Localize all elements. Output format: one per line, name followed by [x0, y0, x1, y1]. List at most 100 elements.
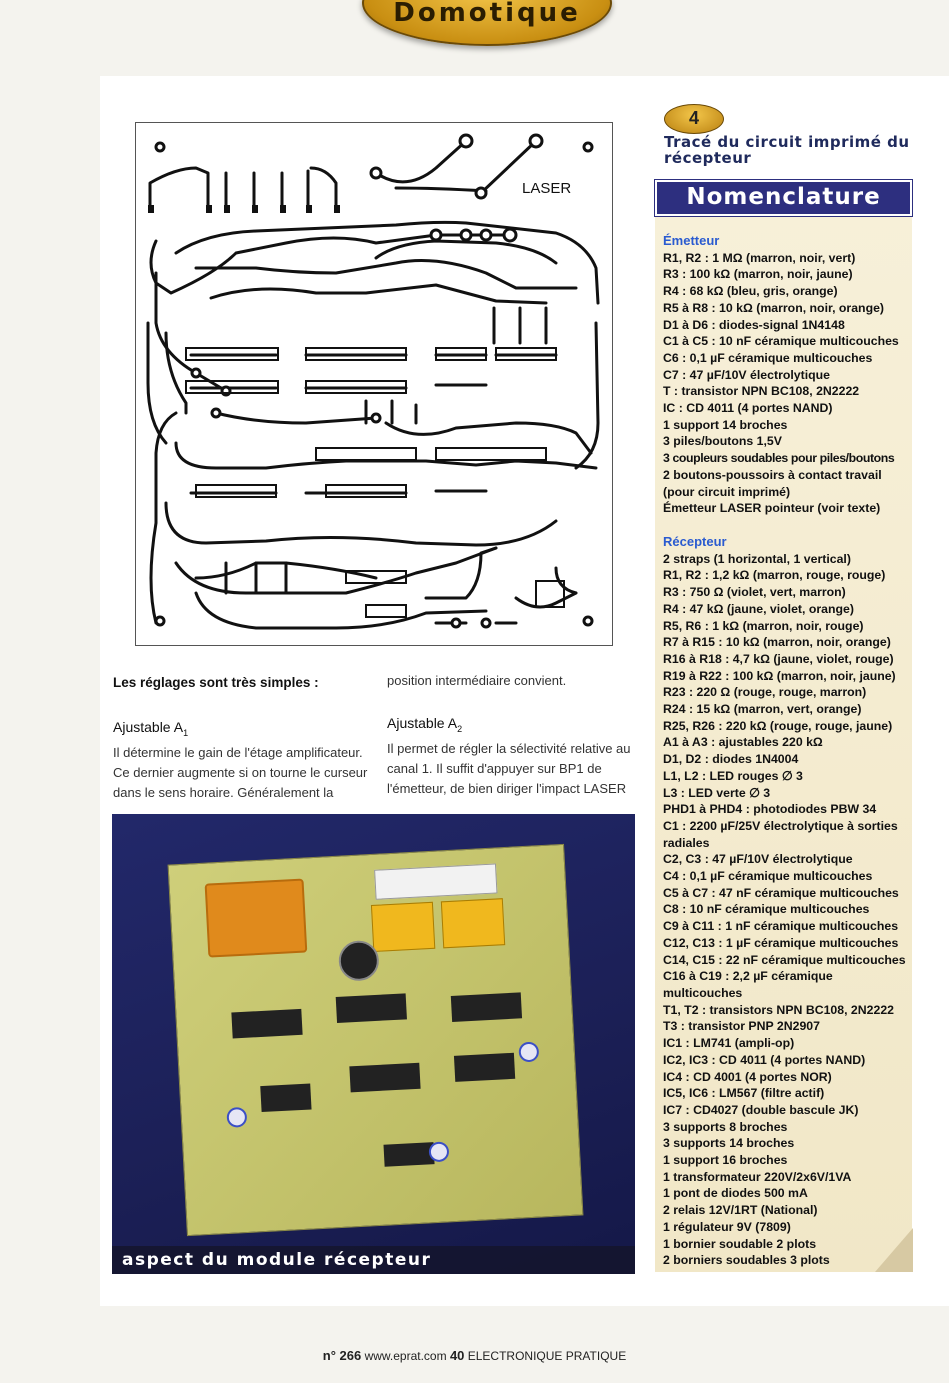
article-column-right: position intermédiaire convient. Ajustab…: [387, 671, 637, 799]
list-item: 1 transformateur 220V/2x6V/1VA: [663, 1169, 852, 1184]
footer-magazine: ELECTRONIQUE PRATIQUE: [467, 1349, 627, 1363]
list-item: IC7 : CD4027 (double bascule JK): [663, 1102, 859, 1117]
figure-title: Tracé du circuit imprimé du récepteur: [664, 133, 910, 167]
ic-chip-7: [383, 1142, 435, 1167]
list-item: IC5, IC6 : LM567 (filtre actif): [663, 1086, 825, 1101]
list-item: 2 borniers soudables 3 plots: [663, 1253, 830, 1268]
list-item: C4 : 0,1 µF céramique multicouches: [663, 869, 873, 884]
list-item: C6 : 0,1 µF céramique multicouches: [663, 350, 873, 365]
recepteur-list: Récepteur 2 straps (1 horizontal, 1 vert…: [663, 534, 909, 1269]
list-item: Émetteur LASER pointeur (voir texte): [663, 501, 881, 516]
trimmer-1: [226, 1106, 248, 1128]
list-item: R1, R2 : 1 MΩ (marron, noir, vert): [663, 250, 856, 265]
list-item: 1 pont de diodes 500 mA: [663, 1186, 808, 1201]
list-item: R3 : 750 Ω (violet, vert, marron): [663, 585, 846, 600]
nomenclature-title: Nomenclature: [654, 179, 913, 217]
ajustable-2-title: Ajustable A: [387, 715, 458, 731]
list-item: R16 à R18 : 4,7 kΩ (jaune, violet, rouge…: [663, 651, 894, 666]
ajustable-2-heading: Ajustable A2: [387, 713, 637, 739]
list-item: R4 : 68 kΩ (bleu, gris, orange): [663, 284, 838, 299]
nomenclature-panel: [655, 180, 912, 1272]
list-item: C1 à C5 : 10 nF céramique multicouches: [663, 334, 899, 349]
ajustable-1-title: Ajustable A: [113, 719, 184, 735]
list-item: 1 support 16 broches: [663, 1153, 788, 1168]
recepteur-heading: Récepteur: [663, 534, 727, 549]
list-item: D1, D2 : diodes 1N4004: [663, 752, 799, 767]
list-item: IC4 : CD 4001 (4 portes NOR): [663, 1069, 832, 1084]
list-item: 1 support 14 broches: [663, 417, 788, 432]
list-item: C9 à C11 : 1 nF céramique multicouches: [663, 919, 899, 934]
ic-chip-1: [231, 1008, 303, 1039]
footer-page-number: 40: [449, 1348, 465, 1363]
pcb-board-photo: [167, 843, 584, 1237]
list-item: IC : CD 4011 (4 portes NAND): [663, 401, 833, 416]
page-curl-decoration: [875, 1228, 913, 1272]
list-item: L1, L2 : LED rouges ∅ 3: [663, 768, 803, 783]
list-item: 1 régulateur 9V (7809): [663, 1219, 791, 1234]
ic-chip-6: [260, 1083, 312, 1113]
list-item: C7 : 47 µF/10V électrolytique: [663, 367, 831, 382]
list-item: C5 à C7 : 47 nF céramique multicouches: [663, 885, 899, 900]
list-item: R19 à R22 : 100 kΩ (marron, noir, jaune): [663, 668, 896, 683]
relay-2-shape: [440, 898, 506, 949]
list-item: 3 coupleurs soudables pour piles/boutons: [663, 451, 895, 466]
pcb-layout-figure: LASER: [135, 122, 613, 646]
list-item: R7 à R15 : 10 kΩ (marron, noir, orange): [663, 635, 891, 650]
pcb-laser-label: LASER: [522, 180, 571, 197]
receiver-module-photo: aspect du module récepteur: [112, 814, 635, 1274]
list-item: T3 : transistor PNP 2N2907: [663, 1019, 820, 1034]
section-banner-text: Domotique: [393, 0, 581, 28]
ajustable-2-subscript: 2: [457, 723, 463, 734]
list-item: IC2, IC3 : CD 4011 (4 portes NAND): [663, 1052, 866, 1067]
list-item: 2 relais 12V/1RT (National): [663, 1203, 818, 1218]
footer-url[interactable]: www.eprat.com: [364, 1349, 447, 1363]
footer-issue: n° 266: [322, 1348, 362, 1363]
list-item: C1 : 2200 µF/25V électrolytique à sortie…: [663, 818, 898, 850]
list-item: 2 straps (1 horizontal, 1 vertical): [663, 551, 851, 566]
list-item: C2, C3 : 47 µF/10V électrolytique: [663, 852, 853, 867]
ajustable-1-text: Il détermine le gain de l'étage amplific…: [113, 744, 368, 800]
list-item: R5 à R8 : 10 kΩ (marron, noir, orange): [663, 300, 885, 315]
photo-caption: aspect du module récepteur: [112, 1246, 635, 1274]
pcb-traces: LASER: [146, 133, 600, 630]
ic-chip-5: [453, 1052, 516, 1082]
list-item: 2 boutons-poussoirs à contact travail (p…: [663, 467, 882, 499]
list-item: 3 supports 14 broches: [663, 1136, 795, 1151]
section-heading: Les réglages sont très simples :: [113, 675, 319, 690]
list-item: A1 à A3 : ajustables 220 kΩ: [663, 735, 823, 750]
list-item: 3 piles/boutons 1,5V: [663, 434, 782, 449]
figure-number-badge: 4: [664, 104, 724, 134]
article-column-left: Les réglages sont très simples : Ajustab…: [113, 673, 368, 803]
ic-chip-3: [450, 992, 523, 1022]
ic-chip-2: [335, 993, 407, 1023]
list-item: R1, R2 : 1,2 kΩ (marron, rouge, rouge): [663, 568, 886, 583]
ajustable-2-text: Il permet de régler la sélectivité relat…: [387, 740, 631, 796]
continued-text: position intermédiaire convient.: [387, 673, 567, 688]
list-item: C16 à C19 : 2,2 µF céramique multicouche…: [663, 969, 833, 1000]
ic-chip-4: [349, 1062, 421, 1093]
list-item: 3 supports 8 broches: [663, 1119, 788, 1134]
list-item: R25, R26 : 220 kΩ (rouge, rouge, jaune): [663, 718, 893, 733]
list-item: R3 : 100 kΩ (marron, noir, jaune): [663, 267, 853, 282]
list-item: PHD1 à PHD4 : photodiodes PBW 34: [663, 802, 877, 817]
list-item: L3 : LED verte ∅ 3: [663, 785, 771, 800]
terminal-block-shape: [374, 863, 498, 900]
emetteur-heading: Émetteur: [663, 233, 720, 248]
list-item: D1 à D6 : diodes-signal 1N4148: [663, 317, 845, 332]
section-banner: Domotique: [362, 0, 612, 46]
trimmer-3: [518, 1041, 540, 1063]
relay-1-shape: [370, 901, 436, 952]
list-item: R5, R6 : 1 kΩ (marron, noir, rouge): [663, 618, 864, 633]
list-item: T1, T2 : transistors NPN BC108, 2N2222: [663, 1002, 894, 1017]
list-item: R24 : 15 kΩ (marron, vert, orange): [663, 702, 862, 717]
list-item: C14, C15 : 22 nF céramique multicouches: [663, 952, 906, 967]
list-item: R4 : 47 kΩ (jaune, violet, orange): [663, 601, 854, 616]
list-item: C8 : 10 nF céramique multicouches: [663, 902, 870, 917]
emetteur-list: Émetteur R1, R2 : 1 MΩ (marron, noir, ve…: [663, 233, 909, 517]
trimmer-2: [428, 1141, 450, 1163]
list-item: C12, C13 : 1 µF céramique multicouches: [663, 935, 899, 950]
list-item: R23 : 220 Ω (rouge, rouge, marron): [663, 685, 867, 700]
list-item: T : transistor NPN BC108, 2N2222: [663, 384, 860, 399]
ajustable-1-heading: Ajustable A1: [113, 717, 368, 743]
list-item: IC1 : LM741 (ampli-op): [663, 1036, 795, 1051]
